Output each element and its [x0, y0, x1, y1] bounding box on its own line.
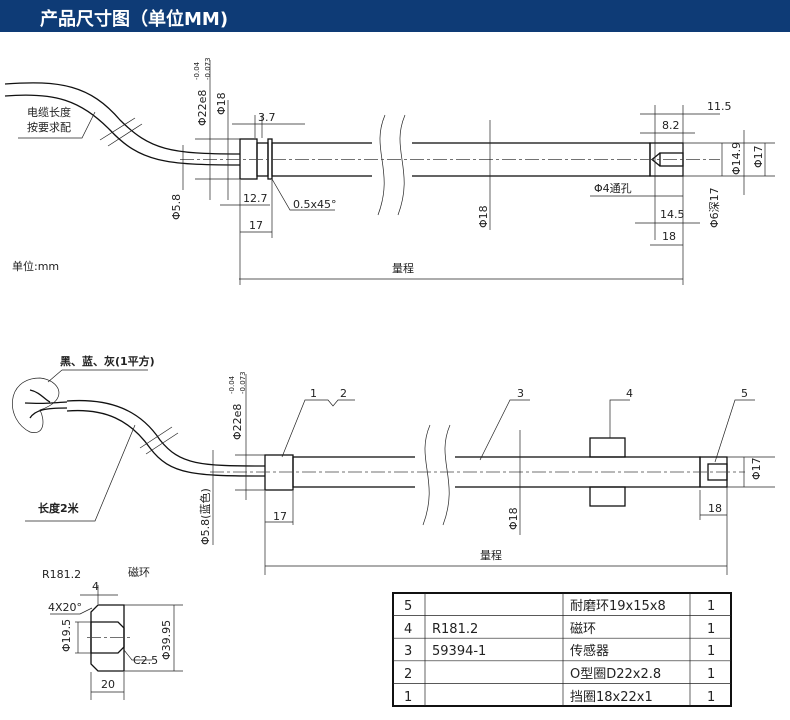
cell-name: O型圈D22x2.8: [570, 667, 661, 682]
table-row: 3 59394-1 传感器 1: [404, 643, 715, 659]
cell-qty: 1: [707, 599, 715, 614]
dim-d18: Φ18: [215, 92, 228, 115]
tol-upper-b: -0.04: [228, 375, 236, 394]
cell-qty: 1: [707, 667, 715, 682]
dim-d17-b: Φ17: [750, 457, 763, 480]
dim-d18-rod: Φ18: [477, 205, 490, 228]
cell-name: 挡圈18x22x1: [570, 690, 653, 705]
drawing-bottom: 黑、蓝、灰(1平方) 长度2米 Φ22e8 -0.04 -0.073 Φ5.8(…: [11, 354, 775, 575]
range-label: 量程: [392, 262, 414, 275]
cell-no: 5: [404, 599, 412, 614]
cell-no: 1: [404, 690, 412, 705]
dim-3-7: 3.7: [258, 111, 276, 124]
dim-8-2: 8.2: [662, 119, 680, 132]
parts-table: 5 耐磨环19x15x8 1 4 R181.2 磁环 1 3 59394-1 传感器 1 2 O型…: [392, 592, 732, 707]
callout-4: 4: [626, 387, 633, 400]
cable-note-1: 电缆长度: [27, 105, 71, 119]
cell-name: 耐磨环19x15x8: [570, 599, 666, 614]
cable-note-2: 按要求配: [27, 120, 71, 134]
cell-qty: 1: [707, 622, 715, 637]
ring-dim-4: 4: [92, 580, 99, 593]
wires-note: 黑、蓝、灰(1平方): [60, 354, 155, 368]
dim-d6: Φ6深17: [708, 187, 721, 228]
cell-name: 传感器: [570, 643, 609, 659]
callout-2: 2: [340, 387, 347, 400]
dim-14-5: 14.5: [660, 208, 685, 221]
tol-lower: -0.073: [204, 57, 212, 80]
cell-code: R181.2: [432, 622, 478, 637]
ring-dim-20: 20: [101, 678, 115, 691]
table-row: 4 R181.2 磁环 1: [404, 622, 715, 637]
note-hole: Φ4通孔: [594, 182, 632, 195]
callout-1: 1: [310, 387, 317, 400]
dim-d18-b: Φ18: [507, 507, 520, 530]
table-row: 5 耐磨环19x15x8 1: [404, 599, 715, 614]
ring-d39-95: Φ39.95: [160, 620, 173, 660]
dim-17: 17: [249, 219, 263, 232]
cell-no: 4: [404, 622, 412, 637]
ring-detail: R181.2 磁环 4X20° 4 Φ19.5 C2.5 Φ39.95 20: [42, 566, 183, 700]
drawing-top: 电缆长度 按要求配 Φ22e8 -0.04 -0.073 Φ18 3.7 12.…: [4, 57, 775, 285]
unit-label: 单位:mm: [12, 259, 59, 273]
table-row: 2 O型圈D22x2.8 1: [404, 667, 715, 682]
dim-d5-8: Φ5.8: [170, 194, 183, 220]
cell-no: 3: [404, 644, 412, 659]
dim-12-7: 12.7: [243, 192, 268, 205]
dim-17-b: 17: [273, 510, 287, 523]
tol-upper: -0.04: [193, 61, 201, 80]
table-row: 1 挡圈18x22x1 1: [404, 690, 715, 705]
dim-chamfer: 0.5x45°: [293, 198, 337, 211]
dim-18-b: 18: [708, 502, 722, 515]
dim-18: 18: [662, 230, 676, 243]
callout-3: 3: [517, 387, 524, 400]
ring-c2-5: C2.5: [133, 654, 158, 667]
cell-code: 59394-1: [432, 644, 486, 659]
dim-d5-8-b: Φ5.8(蓝色): [198, 488, 212, 545]
dim-d17: Φ17: [752, 145, 765, 168]
length-note: 长度2米: [38, 501, 80, 515]
ring-model: R181.2: [42, 568, 81, 581]
page-title: 产品尺寸图（单位MM): [40, 9, 229, 30]
ring-d19-5: Φ19.5: [60, 619, 73, 652]
dim-11-5: 11.5: [707, 100, 732, 113]
range-label-b: 量程: [480, 549, 502, 562]
cell-qty: 1: [707, 644, 715, 659]
ring-chamfer: 4X20°: [48, 601, 82, 614]
dim-d22-b: Φ22e8: [231, 404, 244, 440]
dim-d22: Φ22e8: [196, 90, 209, 126]
header-bar: 产品尺寸图（单位MM): [0, 0, 790, 32]
cell-name: 磁环: [570, 622, 596, 637]
ring-name: 磁环: [128, 566, 150, 579]
callout-5: 5: [741, 387, 748, 400]
tol-lower-b: -0.073: [239, 371, 247, 394]
dim-d14-9: Φ14.9: [730, 142, 743, 175]
cell-qty: 1: [707, 690, 715, 705]
cell-no: 2: [404, 667, 412, 682]
